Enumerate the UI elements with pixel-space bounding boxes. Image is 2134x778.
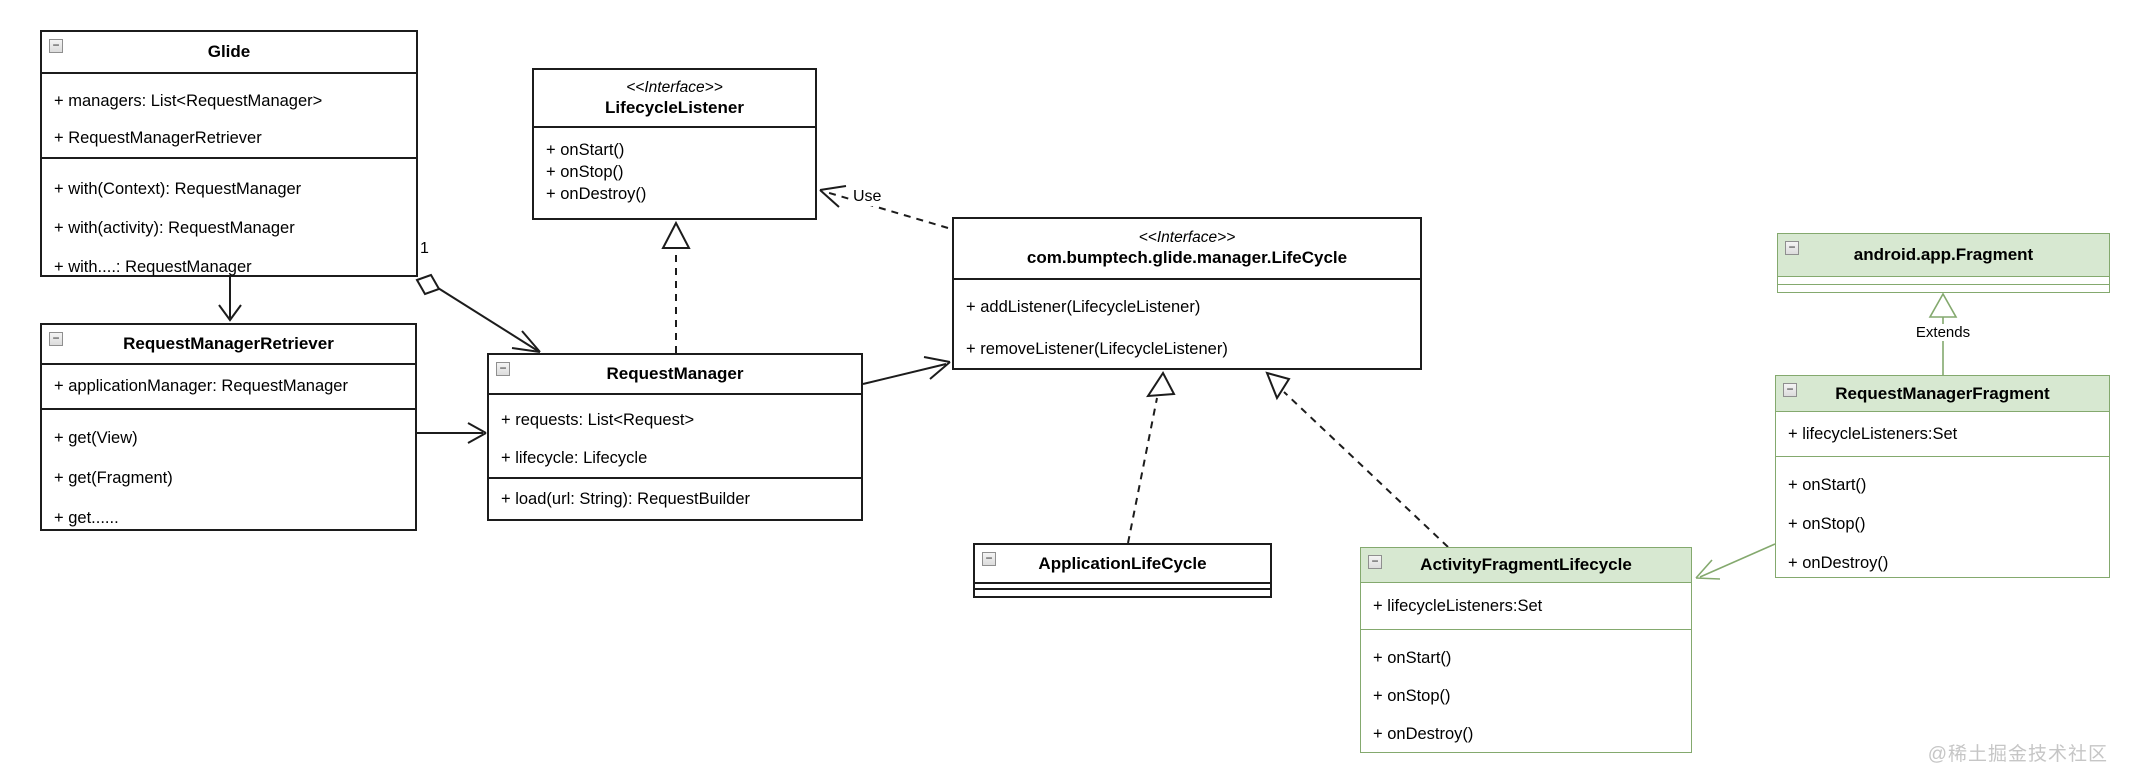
methods-compartment: + addListener(LifecycleListener) + remov…: [954, 278, 1420, 370]
method: + get......: [54, 509, 119, 527]
collapse-icon[interactable]: −: [49, 332, 63, 346]
empty-methods-compartment: [975, 588, 1270, 596]
class-android-fragment: − android.app.Fragment: [1777, 233, 2110, 293]
class-glide: − Glide + managers: List<RequestManager>…: [40, 30, 418, 277]
multiplicity-label: 1: [420, 240, 429, 257]
class-title: com.bumptech.glide.manager.LifeCycle: [1026, 248, 1348, 267]
collapse-icon[interactable]: −: [1785, 241, 1799, 255]
attributes-compartment: + lifecycleListeners:Set: [1361, 582, 1691, 629]
method: + with(activity): RequestManager: [54, 219, 295, 237]
edge-applicationlifecycle-lifecycle: [1127, 371, 1176, 544]
methods-compartment: + get(View) + get(Fragment) + get......: [42, 408, 415, 538]
edge-requestmanagerretriever-requestmanager: [417, 422, 487, 444]
collapse-icon[interactable]: −: [1368, 555, 1382, 569]
attributes-compartment: + requests: List<Request> + lifecycle: L…: [489, 393, 861, 477]
edge-activityfragmentlifecycle-lifecycle: [1265, 371, 1449, 548]
class-title: Glide: [207, 42, 251, 61]
method: + with(Context): RequestManager: [54, 180, 302, 198]
class-request-manager: − RequestManager + requests: List<Reques…: [487, 353, 863, 521]
class-title: RequestManagerRetriever: [123, 334, 334, 353]
method: + onDestroy(): [546, 185, 647, 203]
stereotype-label: <<Interface>>: [1138, 229, 1236, 246]
method: + onDestroy(): [1373, 725, 1474, 743]
empty-attributes-compartment: [1778, 276, 2109, 284]
method: + onStop(): [1788, 515, 1866, 533]
method: + addListener(LifecycleListener): [966, 298, 1201, 316]
method: + onStart(): [1788, 476, 1867, 494]
attributes-compartment: + managers: List<RequestManager> + Reque…: [42, 72, 416, 157]
attributes-compartment: + lifecycleListeners:Set: [1776, 411, 2109, 456]
class-request-manager-fragment: − RequestManagerFragment + lifecycleList…: [1775, 375, 2110, 578]
collapse-icon[interactable]: −: [496, 362, 510, 376]
edge-glide-requestmanager: [415, 273, 541, 353]
extends-label: Extends: [1908, 324, 1978, 341]
method: + removeListener(LifecycleListener): [966, 340, 1228, 358]
edge-requestmanager-lifecyclelistener: [661, 220, 691, 353]
methods-compartment: + with(Context): RequestManager + with(a…: [42, 157, 416, 287]
class-application-lifecycle: − ApplicationLifeCycle: [973, 543, 1272, 598]
method: + onStart(): [546, 141, 625, 159]
attribute: + requests: List<Request>: [501, 411, 695, 429]
methods-compartment: + load(url: String): RequestBuilder: [489, 477, 861, 519]
stereotype-label: <<Interface>>: [626, 78, 723, 96]
attribute: + lifecycleListeners:Set: [1373, 596, 1543, 615]
watermark: @稀土掘金技术社区: [1927, 744, 2108, 765]
class-title: RequestManagerFragment: [1835, 383, 2050, 403]
attribute: + managers: List<RequestManager>: [54, 92, 323, 110]
attribute: + lifecycleListeners:Set: [1788, 424, 1958, 443]
attribute: + lifecycle: Lifecycle: [501, 449, 648, 467]
class-title: ApplicationLifeCycle: [1038, 553, 1207, 573]
use-label: Use: [850, 188, 885, 206]
empty-attributes-compartment: [975, 582, 1270, 588]
class-activity-fragment-lifecycle: − ActivityFragmentLifecycle + lifecycleL…: [1360, 547, 1692, 753]
interface-lifecycle: <<Interface>> com.bumptech.glide.manager…: [952, 217, 1422, 370]
edge-requestmanagerfragment-activityfragmentlifecycle: [1695, 543, 1776, 580]
method: + onStop(): [546, 163, 624, 181]
method: + onStart(): [1373, 649, 1452, 667]
interface-lifecycle-listener: <<Interface>> LifecycleListener + onStar…: [532, 68, 817, 220]
class-title: ActivityFragmentLifecycle: [1420, 555, 1632, 574]
method: + onDestroy(): [1788, 554, 1889, 572]
class-title: android.app.Fragment: [1853, 245, 2034, 264]
attributes-compartment: + applicationManager: RequestManager: [42, 363, 415, 408]
class-request-manager-retriever: − RequestManagerRetriever + applicationM…: [40, 323, 417, 531]
method: + get(View): [54, 429, 138, 447]
empty-methods-compartment: [1778, 284, 2109, 292]
methods-compartment: + onStart() + onStop() + onDestroy(): [534, 126, 815, 218]
collapse-icon[interactable]: −: [1783, 383, 1797, 397]
method: + with....: RequestManager: [54, 258, 252, 276]
collapse-icon[interactable]: −: [982, 552, 996, 566]
edge-requestmanager-lifecycle: [862, 356, 951, 385]
class-title: RequestManager: [606, 364, 744, 383]
methods-compartment: + onStart() + onStop() + onDestroy(): [1776, 456, 2109, 583]
methods-compartment: + onStart() + onStop() + onDestroy(): [1361, 629, 1691, 753]
class-title: LifecycleListener: [605, 97, 744, 117]
method: + load(url: String): RequestBuilder: [501, 489, 750, 508]
attribute: + applicationManager: RequestManager: [54, 377, 348, 395]
method: + onStop(): [1373, 687, 1451, 705]
collapse-icon[interactable]: −: [49, 39, 63, 53]
attribute: + RequestManagerRetriever: [54, 129, 262, 147]
method: + get(Fragment): [54, 469, 173, 487]
